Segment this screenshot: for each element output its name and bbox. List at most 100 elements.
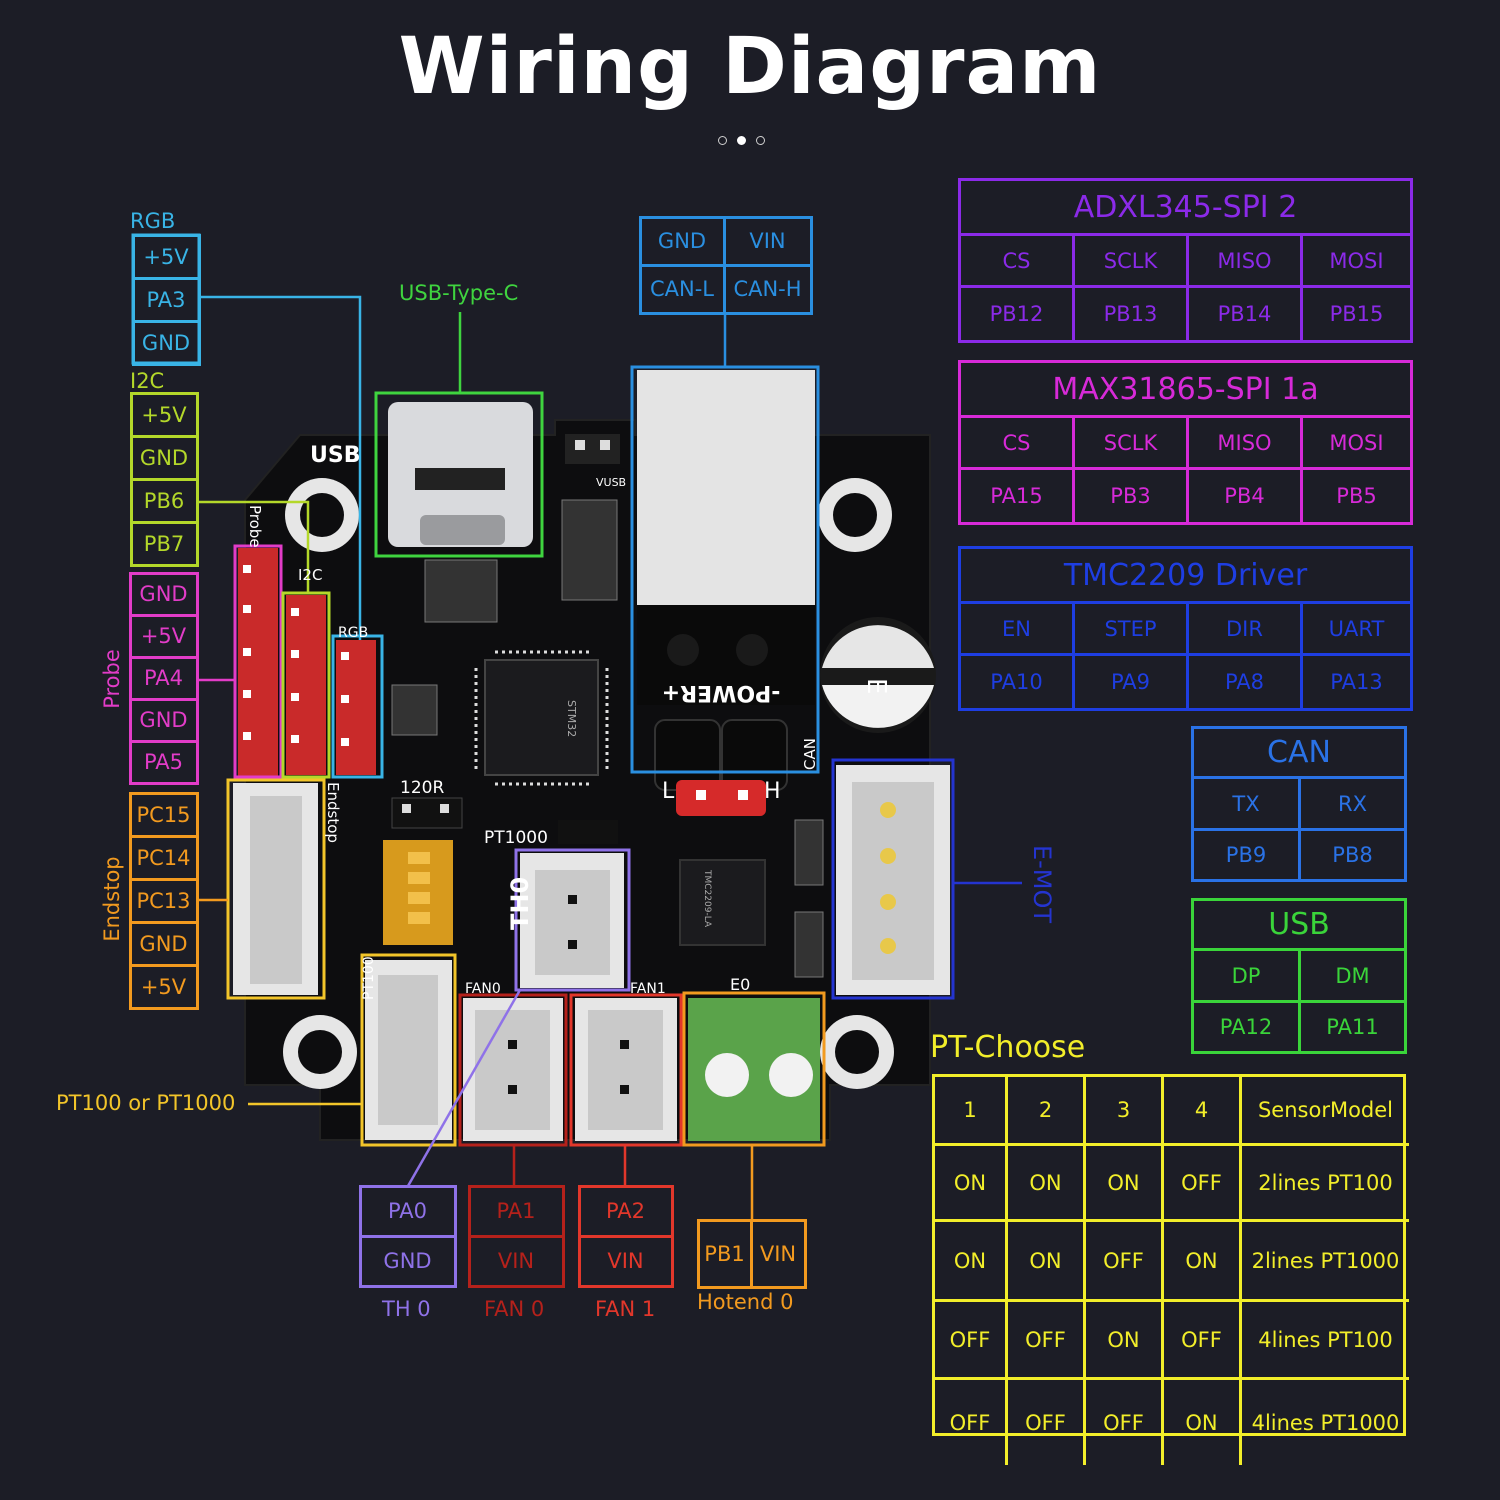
silk-tmc: TMC2209-LA xyxy=(702,869,712,928)
table-header: SCLK xyxy=(1075,236,1189,288)
table-header: DIR xyxy=(1189,604,1303,656)
table-cell: 4lines PT1000 xyxy=(1251,1410,1400,1435)
silk-h: H xyxy=(764,779,781,804)
table-title: USB xyxy=(1194,901,1404,951)
hotend0-title: Hotend 0 xyxy=(697,1290,794,1314)
table-cell: OFF xyxy=(1086,1222,1164,1302)
table-cell: ON xyxy=(935,1222,1008,1302)
table-cell: ON xyxy=(1008,1146,1086,1222)
pin-label: PC13 xyxy=(128,877,199,924)
table-cell: PB15 xyxy=(1329,302,1384,326)
table-title: CAN xyxy=(1194,729,1404,779)
silk-endstop: Endstop xyxy=(324,782,342,843)
pin-label: PB6 xyxy=(129,477,199,524)
emot-outline xyxy=(831,758,955,1000)
table-header: 1 xyxy=(935,1077,1008,1146)
endstop-outline xyxy=(226,778,326,1000)
usb-type-c-label: USB-Type-C xyxy=(399,281,519,305)
th0-pins: PA0 GND xyxy=(358,1184,457,1288)
table-cell: PA15 xyxy=(961,470,1075,522)
table-cell: OFF xyxy=(1164,1302,1242,1380)
table-cell: PB13 xyxy=(1075,288,1189,340)
table-cell: OFF xyxy=(1086,1380,1164,1465)
pin-label: GND xyxy=(131,319,201,366)
table-cell: PA11 xyxy=(1326,1015,1379,1039)
table-cell: PA8 xyxy=(1189,656,1303,708)
silk-fan1: FAN1 xyxy=(630,981,666,997)
carousel-indicator[interactable] xyxy=(718,136,765,145)
hotend0-pins: PB1 VIN xyxy=(696,1218,807,1289)
rgb-header-outline xyxy=(331,634,384,779)
silk-cap: E xyxy=(861,678,891,694)
pin-label: +5V xyxy=(131,233,201,280)
table-cell: 2lines PT1000 xyxy=(1242,1222,1409,1302)
table-cell: OFF xyxy=(1008,1302,1086,1380)
table-header: 2 xyxy=(1008,1077,1086,1146)
table-cell: PB5 xyxy=(1336,484,1377,508)
table-header: 3 xyxy=(1086,1077,1164,1146)
silk-120r: 120R xyxy=(400,778,444,798)
table-header: UART xyxy=(1303,604,1410,656)
table-cell: ON xyxy=(1164,1222,1242,1302)
table-header: 4 xyxy=(1164,1077,1242,1146)
rgb-pins: +5V PA3 GND xyxy=(131,233,201,366)
table-header: CS xyxy=(961,418,1075,470)
table-header: EN xyxy=(961,604,1075,656)
probe-pins: GND +5V PA4 GND PA5 xyxy=(128,571,199,785)
max-table: MAX31865-SPI 1a CS SCLK MISO MOSI PA15 P… xyxy=(958,360,1413,525)
table-cell: PB14 xyxy=(1189,288,1303,340)
fan1-title: FAN 1 xyxy=(595,1297,656,1321)
silk-th0: TH0 xyxy=(506,877,534,930)
fan0-pins: PA1 VIN xyxy=(467,1184,565,1288)
pin-label: GND xyxy=(128,697,199,743)
table-cell: 4lines PT100 xyxy=(1242,1302,1409,1380)
pin-label: PA5 xyxy=(128,739,199,785)
table-cell: ON xyxy=(1164,1380,1242,1465)
table-header: MOSI xyxy=(1303,418,1410,470)
table-cell: OFF xyxy=(935,1380,1008,1465)
i2c-pins: +5V GND PB6 PB7 xyxy=(129,391,199,567)
usb-table: USB DP DM PA12 PA11 xyxy=(1191,898,1407,1054)
adxl-table: ADXL345-SPI 2 CS SCLK MISO MOSI PB12 PB1… xyxy=(958,178,1413,343)
silk-power: -POWER+ xyxy=(662,680,781,705)
silk-rgb: RGB xyxy=(338,625,368,641)
driver-chip xyxy=(679,859,766,946)
probe-header xyxy=(238,548,278,776)
table-header: MOSI xyxy=(1303,236,1410,288)
carousel-dot-active[interactable] xyxy=(737,136,746,145)
silk-vusb: VUSB xyxy=(596,476,626,489)
silk-stm: STM32 xyxy=(565,700,578,737)
rgb-title: RGB xyxy=(130,209,176,233)
table-header: STEP xyxy=(1075,604,1189,656)
endstop-title: Endstop xyxy=(100,856,124,942)
table-header: CS xyxy=(961,236,1075,288)
pin-label: PA1 xyxy=(467,1184,565,1238)
pt100-outline xyxy=(360,953,457,1147)
pin-label: CAN-L xyxy=(638,263,726,315)
probe-outline xyxy=(233,544,283,779)
pin-label: PA3 xyxy=(131,276,201,323)
table-cell: 2lines PT100 xyxy=(1242,1146,1409,1222)
silk-e0: E0 xyxy=(730,975,750,994)
pt-select-label: PT100 or PT1000 xyxy=(56,1091,236,1115)
pin-label: PA4 xyxy=(128,655,199,701)
table-cell: OFF xyxy=(1008,1380,1086,1465)
pt-choose-title: PT-Choose xyxy=(930,1030,1086,1065)
table-cell: OFF xyxy=(935,1302,1008,1380)
rgb-header xyxy=(336,640,376,775)
th0-outline xyxy=(514,848,631,992)
pin-label: VIN xyxy=(467,1234,565,1288)
carousel-dot[interactable] xyxy=(756,136,765,145)
silk-can: CAN xyxy=(801,738,819,770)
fan0-title: FAN 0 xyxy=(484,1297,545,1321)
silk-pt100: PT100 xyxy=(361,956,377,1000)
silk-fan0: FAN0 xyxy=(465,981,501,997)
table-cell: PB12 xyxy=(961,288,1075,340)
pin-label: +5V xyxy=(128,963,199,1010)
endstop-pins: PC15 PC14 PC13 GND +5V xyxy=(128,791,199,1010)
table-header: SensorModel xyxy=(1242,1077,1409,1146)
i2c-header xyxy=(286,595,326,775)
pin-label: PC14 xyxy=(128,834,199,881)
silk-pt1000: PT1000 xyxy=(484,828,548,848)
carousel-dot[interactable] xyxy=(718,136,727,145)
